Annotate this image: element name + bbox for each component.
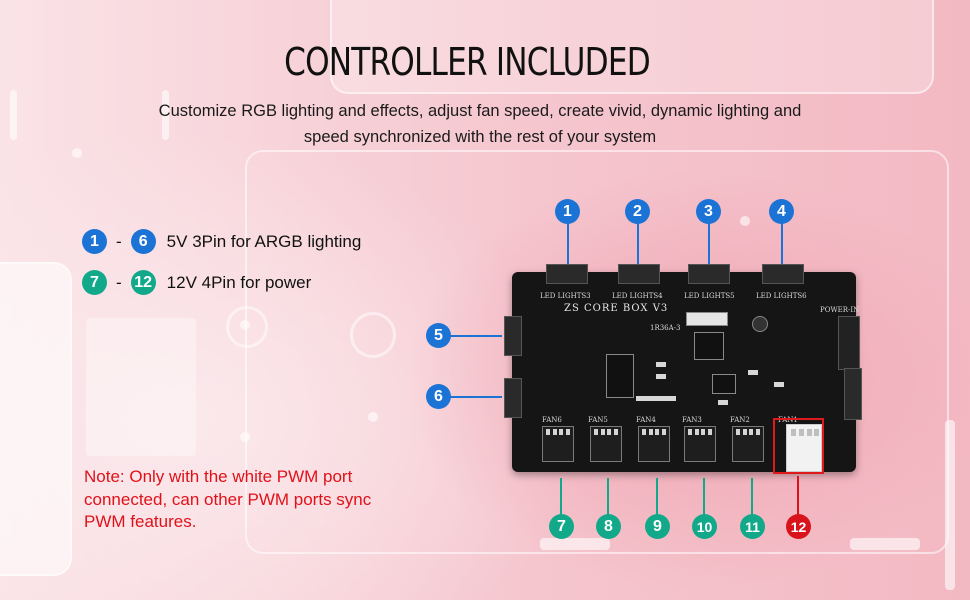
capacitor xyxy=(752,316,768,332)
legend-dash: - xyxy=(116,272,122,292)
case-panel-right xyxy=(245,150,949,554)
board-name: ZS CORE BOX V3 xyxy=(564,303,669,314)
legend-text-lighting: 5V 3Pin for ARGB lighting xyxy=(166,231,362,251)
led-label-3: LED LIGHTS3 xyxy=(540,292,591,300)
controller-board: LED LIGHTS3 LED LIGHTS4 LED LIGHTS5 LED … xyxy=(504,264,862,472)
callout-line-3 xyxy=(708,222,710,264)
panel-cutout xyxy=(350,312,396,358)
callout-line-6 xyxy=(450,396,502,398)
screw-hole xyxy=(368,412,378,422)
screw-hole xyxy=(72,148,82,158)
fan-header-5 xyxy=(590,426,622,462)
fan-header-3 xyxy=(684,426,716,462)
fan-header-2 xyxy=(732,426,764,462)
led-header-5 xyxy=(504,316,522,356)
power-in-connector xyxy=(838,316,860,370)
fan-label-6: FAN6 xyxy=(542,416,562,424)
pwm-note: Note: Only with the white PWM port conne… xyxy=(84,467,372,531)
led-label-5: LED LIGHTS5 xyxy=(684,292,735,300)
legend-row-power: 7 - 12 12V 4Pin for power xyxy=(82,270,311,295)
callout-4: 4 xyxy=(769,199,794,224)
callout-line-7 xyxy=(560,478,562,516)
fan-label-1: FAN1 xyxy=(778,416,798,424)
callout-line-8 xyxy=(607,478,609,516)
callout-line-2 xyxy=(637,222,639,264)
resistor xyxy=(748,370,758,375)
callout-11: 11 xyxy=(740,514,765,539)
callout-line-9 xyxy=(656,478,658,516)
callout-7: 7 xyxy=(549,514,574,539)
fan-header-6 xyxy=(542,426,574,462)
legend-dash: - xyxy=(116,231,122,251)
callout-line-5 xyxy=(450,335,502,337)
led-header-6 xyxy=(504,378,522,418)
power-in-label: POWER-IN xyxy=(820,306,860,314)
fan-label-2: FAN2 xyxy=(730,416,750,424)
vent-slot xyxy=(850,538,920,550)
fan-header-4 xyxy=(638,426,670,462)
white-pwm-port xyxy=(786,424,822,472)
callout-line-1 xyxy=(567,222,569,264)
resistor xyxy=(636,396,676,401)
callout-6: 6 xyxy=(426,384,451,409)
callout-line-11 xyxy=(751,478,753,516)
resistor xyxy=(718,400,728,405)
led-header-3 xyxy=(688,264,730,284)
led-header-2 xyxy=(618,264,660,284)
badge-6: 6 xyxy=(130,229,156,254)
resistor xyxy=(774,382,784,387)
callout-9: 9 xyxy=(645,514,670,539)
led-label-6: LED LIGHTS6 xyxy=(756,292,807,300)
callout-line-10 xyxy=(703,478,705,516)
led-header-4 xyxy=(762,264,804,284)
callout-8: 8 xyxy=(596,514,621,539)
legend-text-power: 12V 4Pin for power xyxy=(166,272,312,292)
callout-12: 12 xyxy=(786,514,811,539)
pwm-signal-header xyxy=(844,368,862,420)
panel-cutout xyxy=(226,306,268,348)
grille xyxy=(86,318,196,456)
callout-line-12 xyxy=(797,476,799,516)
callout-3: 3 xyxy=(696,199,721,224)
callout-5: 5 xyxy=(426,323,451,348)
chip-label: 1R36A-3 xyxy=(650,324,681,332)
vent-slot xyxy=(162,90,169,140)
callout-2: 2 xyxy=(625,199,650,224)
white-port-highlight xyxy=(773,418,824,474)
callout-1: 1 xyxy=(555,199,580,224)
case-panel-left xyxy=(0,262,72,576)
vent-slot xyxy=(540,538,610,550)
page-subtitle: Customize RGB lighting and effects, adju… xyxy=(158,102,802,146)
ir-sensor xyxy=(686,312,728,326)
screw-hole xyxy=(740,216,750,226)
regulator-chip xyxy=(694,332,724,360)
badge-7: 7 xyxy=(82,270,107,295)
fan-label-3: FAN3 xyxy=(682,416,702,424)
callout-line-4 xyxy=(781,222,783,264)
led-header-1 xyxy=(546,264,588,284)
callout-10: 10 xyxy=(692,514,717,539)
resistor xyxy=(656,374,666,379)
vent-slot xyxy=(945,420,955,590)
badge-1: 1 xyxy=(82,229,107,254)
screw-hole xyxy=(240,432,250,442)
fan-label-5: FAN5 xyxy=(588,416,608,424)
ic-chip xyxy=(712,374,736,394)
led-label-4: LED LIGHTS4 xyxy=(612,292,663,300)
badge-12: 12 xyxy=(130,270,156,295)
legend-row-lighting: 1 - 6 5V 3Pin for ARGB lighting xyxy=(82,229,361,254)
page-title: CONTROLLER INCLUDED xyxy=(284,40,651,84)
fan-label-4: FAN4 xyxy=(636,416,656,424)
mcu-chip xyxy=(606,354,634,398)
vent-slot xyxy=(10,90,17,140)
resistor xyxy=(656,362,666,367)
case-panel-top xyxy=(330,0,934,94)
